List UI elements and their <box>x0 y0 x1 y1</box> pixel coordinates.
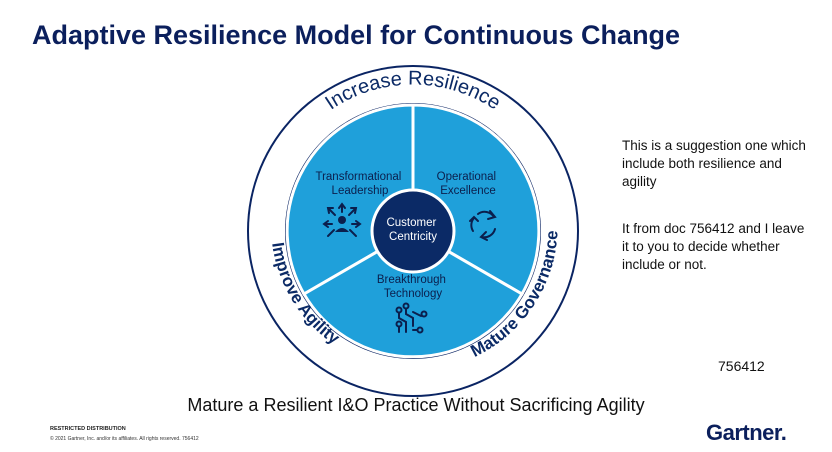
restricted-distribution-label: RESTRICTED DISTRIBUTION <box>50 426 126 432</box>
adaptive-resilience-diagram: Increase Resilience Improve Agility Matu… <box>247 65 579 397</box>
circuit-icon <box>395 302 428 334</box>
center-circle <box>370 188 456 274</box>
segment-label-operational-excellence: Operational Excellence <box>437 171 500 197</box>
cycle-arrows-icon <box>469 210 497 241</box>
page-title: Adaptive Resilience Model for Continuous… <box>32 20 681 50</box>
network-people-icon <box>322 202 362 237</box>
slide-subtitle: Mature a Resilient I&O Practice Without … <box>187 395 645 415</box>
center-label-customer-centricity: Customer Centricity <box>386 217 439 243</box>
segment-breakthrough-technology <box>301 229 525 359</box>
segment-label-transformational-leadership: Transformational Leadership <box>315 171 404 197</box>
gartner-logo: Gartner. <box>706 420 787 445</box>
document-number: 756412 <box>718 358 765 374</box>
segment-label-breakthrough-technology: Breakthrough Technology <box>377 274 449 300</box>
copyright-notice: © 2021 Gartner, Inc. and/or its affiliat… <box>50 436 199 442</box>
side-note-doc-reference: It from doc 756412 and I leave it to you… <box>622 221 805 272</box>
gartner-logo-text: Gartner <box>706 420 781 445</box>
side-note-suggestion: This is a suggestion one which include b… <box>622 138 806 189</box>
